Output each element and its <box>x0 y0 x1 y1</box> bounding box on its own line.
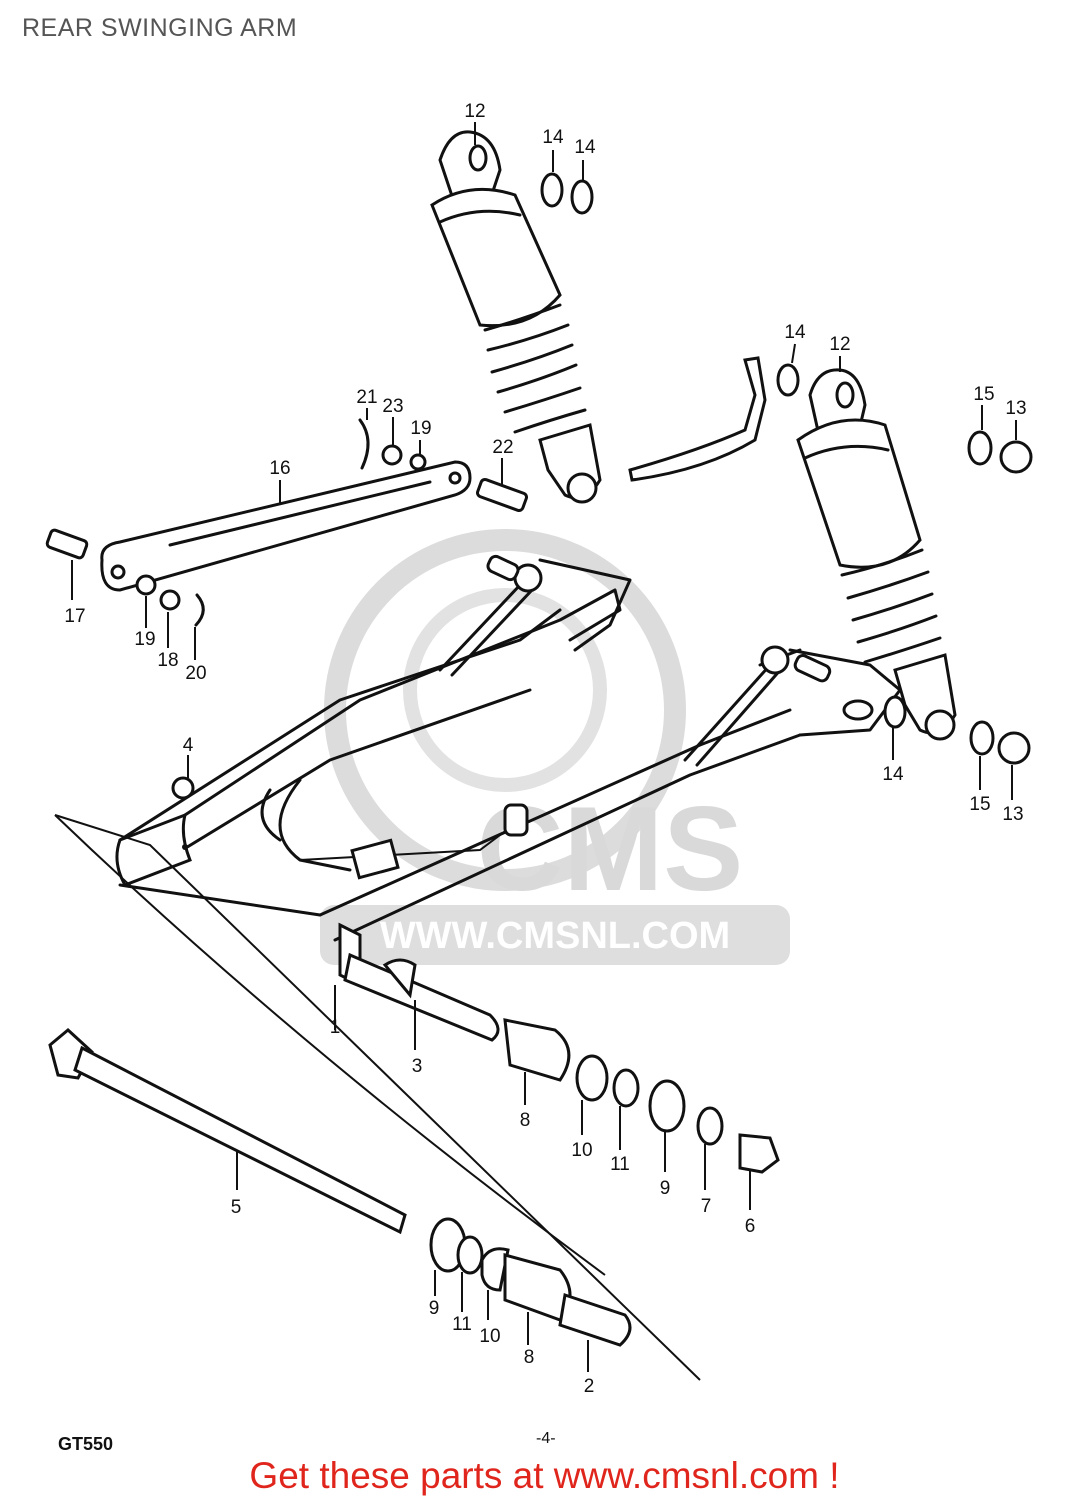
model-code: GT550 <box>58 1434 114 1454</box>
grease-nipple-4 <box>171 776 195 800</box>
callout-14: 14 <box>882 764 904 785</box>
collar <box>382 958 417 999</box>
washer-11b <box>456 1235 484 1275</box>
torque-link-rod[interactable] <box>100 460 472 592</box>
seal-9a <box>648 1079 686 1133</box>
reference-line <box>54 814 701 1381</box>
bushing-8a <box>503 1018 571 1082</box>
swing-arm[interactable] <box>115 558 902 988</box>
callout-8: 8 <box>520 1110 531 1131</box>
shock-absorber-right[interactable] <box>796 368 957 741</box>
callout-4: 4 <box>183 735 194 756</box>
page-number: -4- <box>536 1430 556 1447</box>
bushing-8b <box>503 1253 572 1322</box>
callout-10: 10 <box>571 1140 592 1161</box>
callout-12: 12 <box>829 334 850 355</box>
callout-9: 9 <box>660 1178 671 1199</box>
callout-13: 13 <box>1002 804 1023 825</box>
spacer-3 <box>343 952 500 1042</box>
washer-15a <box>967 430 993 466</box>
callout-7: 7 <box>701 1196 712 1217</box>
washer-15b <box>969 720 995 756</box>
nut-18 <box>159 589 181 611</box>
washer-11a <box>612 1068 640 1108</box>
callout-20: 20 <box>185 663 206 684</box>
get-parts-link[interactable]: Get these parts at www.cmsnl.com ! <box>249 1455 840 1496</box>
callout-12: 12 <box>464 101 485 122</box>
page-title: REAR SWINGING ARM <box>22 14 298 42</box>
washer-14c <box>776 363 800 397</box>
reference-line-2 <box>54 814 606 1276</box>
callout-23: 23 <box>382 396 403 417</box>
bolt-17 <box>45 528 89 560</box>
callout-14: 14 <box>542 127 564 148</box>
bolt-22 <box>475 477 529 513</box>
callout-16: 16 <box>269 458 290 479</box>
nut-13b <box>997 731 1031 765</box>
callout-9: 9 <box>429 1298 440 1319</box>
callout-3: 3 <box>412 1056 423 1077</box>
washer-10a <box>575 1054 609 1102</box>
callout-11: 11 <box>452 1314 472 1335</box>
callout-21: 21 <box>356 387 377 408</box>
callout-5: 5 <box>231 1197 242 1218</box>
leader-lines <box>71 122 1017 1372</box>
callout-13: 13 <box>1005 398 1026 419</box>
watermark-mascot <box>403 588 607 792</box>
callout-11: 11 <box>610 1154 630 1175</box>
washer-14d <box>883 695 907 729</box>
nut-13a <box>999 440 1033 474</box>
washer-19a <box>135 574 157 596</box>
callout-15: 15 <box>969 794 990 815</box>
callout-19: 19 <box>410 418 431 439</box>
bracket <box>628 356 767 482</box>
cotter-pin-20 <box>194 593 205 627</box>
callout-17: 17 <box>64 606 85 627</box>
shock-mount-links <box>438 554 874 767</box>
callout-10: 10 <box>479 1326 500 1347</box>
callout-2: 2 <box>584 1376 595 1397</box>
callout-6: 6 <box>745 1216 756 1237</box>
callout-1: 1 <box>330 1017 341 1038</box>
callout-22: 22 <box>492 437 513 458</box>
washer-7 <box>696 1106 724 1146</box>
callout-19: 19 <box>134 629 155 650</box>
watermark-ring <box>324 529 686 891</box>
callout-14: 14 <box>784 322 806 343</box>
callout-18: 18 <box>157 650 178 671</box>
cotter-pin-21 <box>358 418 370 470</box>
watermark-url: WWW.CMSNL.COM <box>380 915 730 957</box>
washer-19b <box>409 453 427 471</box>
callout-14: 14 <box>574 137 596 158</box>
watermark-url-box <box>320 905 790 965</box>
pivot-shaft-5[interactable] <box>48 1028 407 1235</box>
callout-15: 15 <box>973 384 994 405</box>
callout-8: 8 <box>524 1347 535 1368</box>
shock-absorber-left[interactable] <box>430 130 602 504</box>
nut-23 <box>381 444 403 466</box>
spacer-2 <box>558 1293 632 1347</box>
washer-14b <box>570 179 594 215</box>
callout-labels: 12 14 14 14 12 15 13 21 23 19 22 16 17 1… <box>64 101 1026 1397</box>
washer-10b <box>480 1247 510 1292</box>
cms-watermark: CMS WWW.CMSNL.COM <box>320 529 790 965</box>
washer-14a <box>540 172 564 208</box>
nut-6 <box>738 1133 780 1174</box>
